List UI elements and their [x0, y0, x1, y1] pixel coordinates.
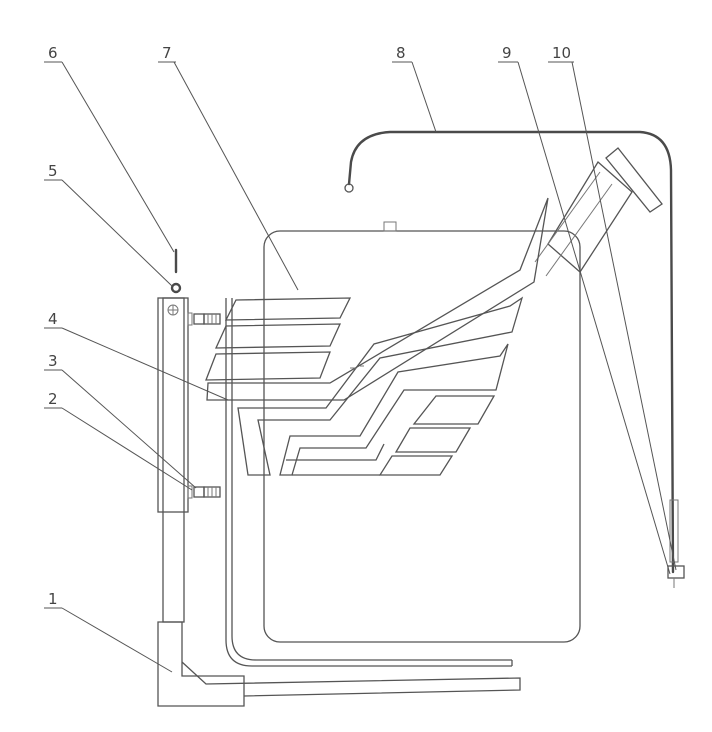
cylinder-strut [534, 147, 663, 277]
svg-text:6: 6 [48, 44, 58, 62]
svg-text:2: 2 [48, 390, 58, 408]
callout-7: 7 [158, 44, 176, 63]
left-frame [157, 297, 189, 623]
callout-10: 10 [548, 44, 574, 63]
svg-text:1: 1 [48, 590, 58, 608]
base-foot [157, 621, 521, 707]
svg-text:9: 9 [502, 44, 512, 62]
callout-2: 2 [44, 390, 62, 409]
callout-1: 1 [44, 590, 62, 609]
svg-text:10: 10 [552, 44, 571, 62]
callout-8: 8 [392, 44, 412, 63]
chevron-decal-middle [237, 296, 524, 476]
callout-3: 3 [44, 352, 62, 371]
svg-text:7: 7 [162, 44, 172, 62]
callout-9: 9 [498, 44, 518, 63]
svg-text:8: 8 [396, 44, 406, 62]
pin-and-washer [170, 248, 182, 294]
callout-5: 5 [44, 162, 62, 181]
chevron-decal-upper [205, 197, 549, 401]
bolt-lower [187, 485, 221, 499]
callout-4: 4 [44, 310, 62, 329]
svg-text:3: 3 [48, 352, 58, 370]
vertical-channel [225, 298, 513, 667]
chevron-decal-lower [279, 343, 509, 476]
callout-6: 6 [44, 44, 62, 63]
svg-text:5: 5 [48, 162, 58, 180]
leader-lines [61, 61, 677, 673]
svg-text:4: 4 [48, 310, 58, 328]
bolt-upper [187, 312, 221, 326]
curved-rod [344, 130, 685, 588]
main-panel [263, 221, 581, 643]
